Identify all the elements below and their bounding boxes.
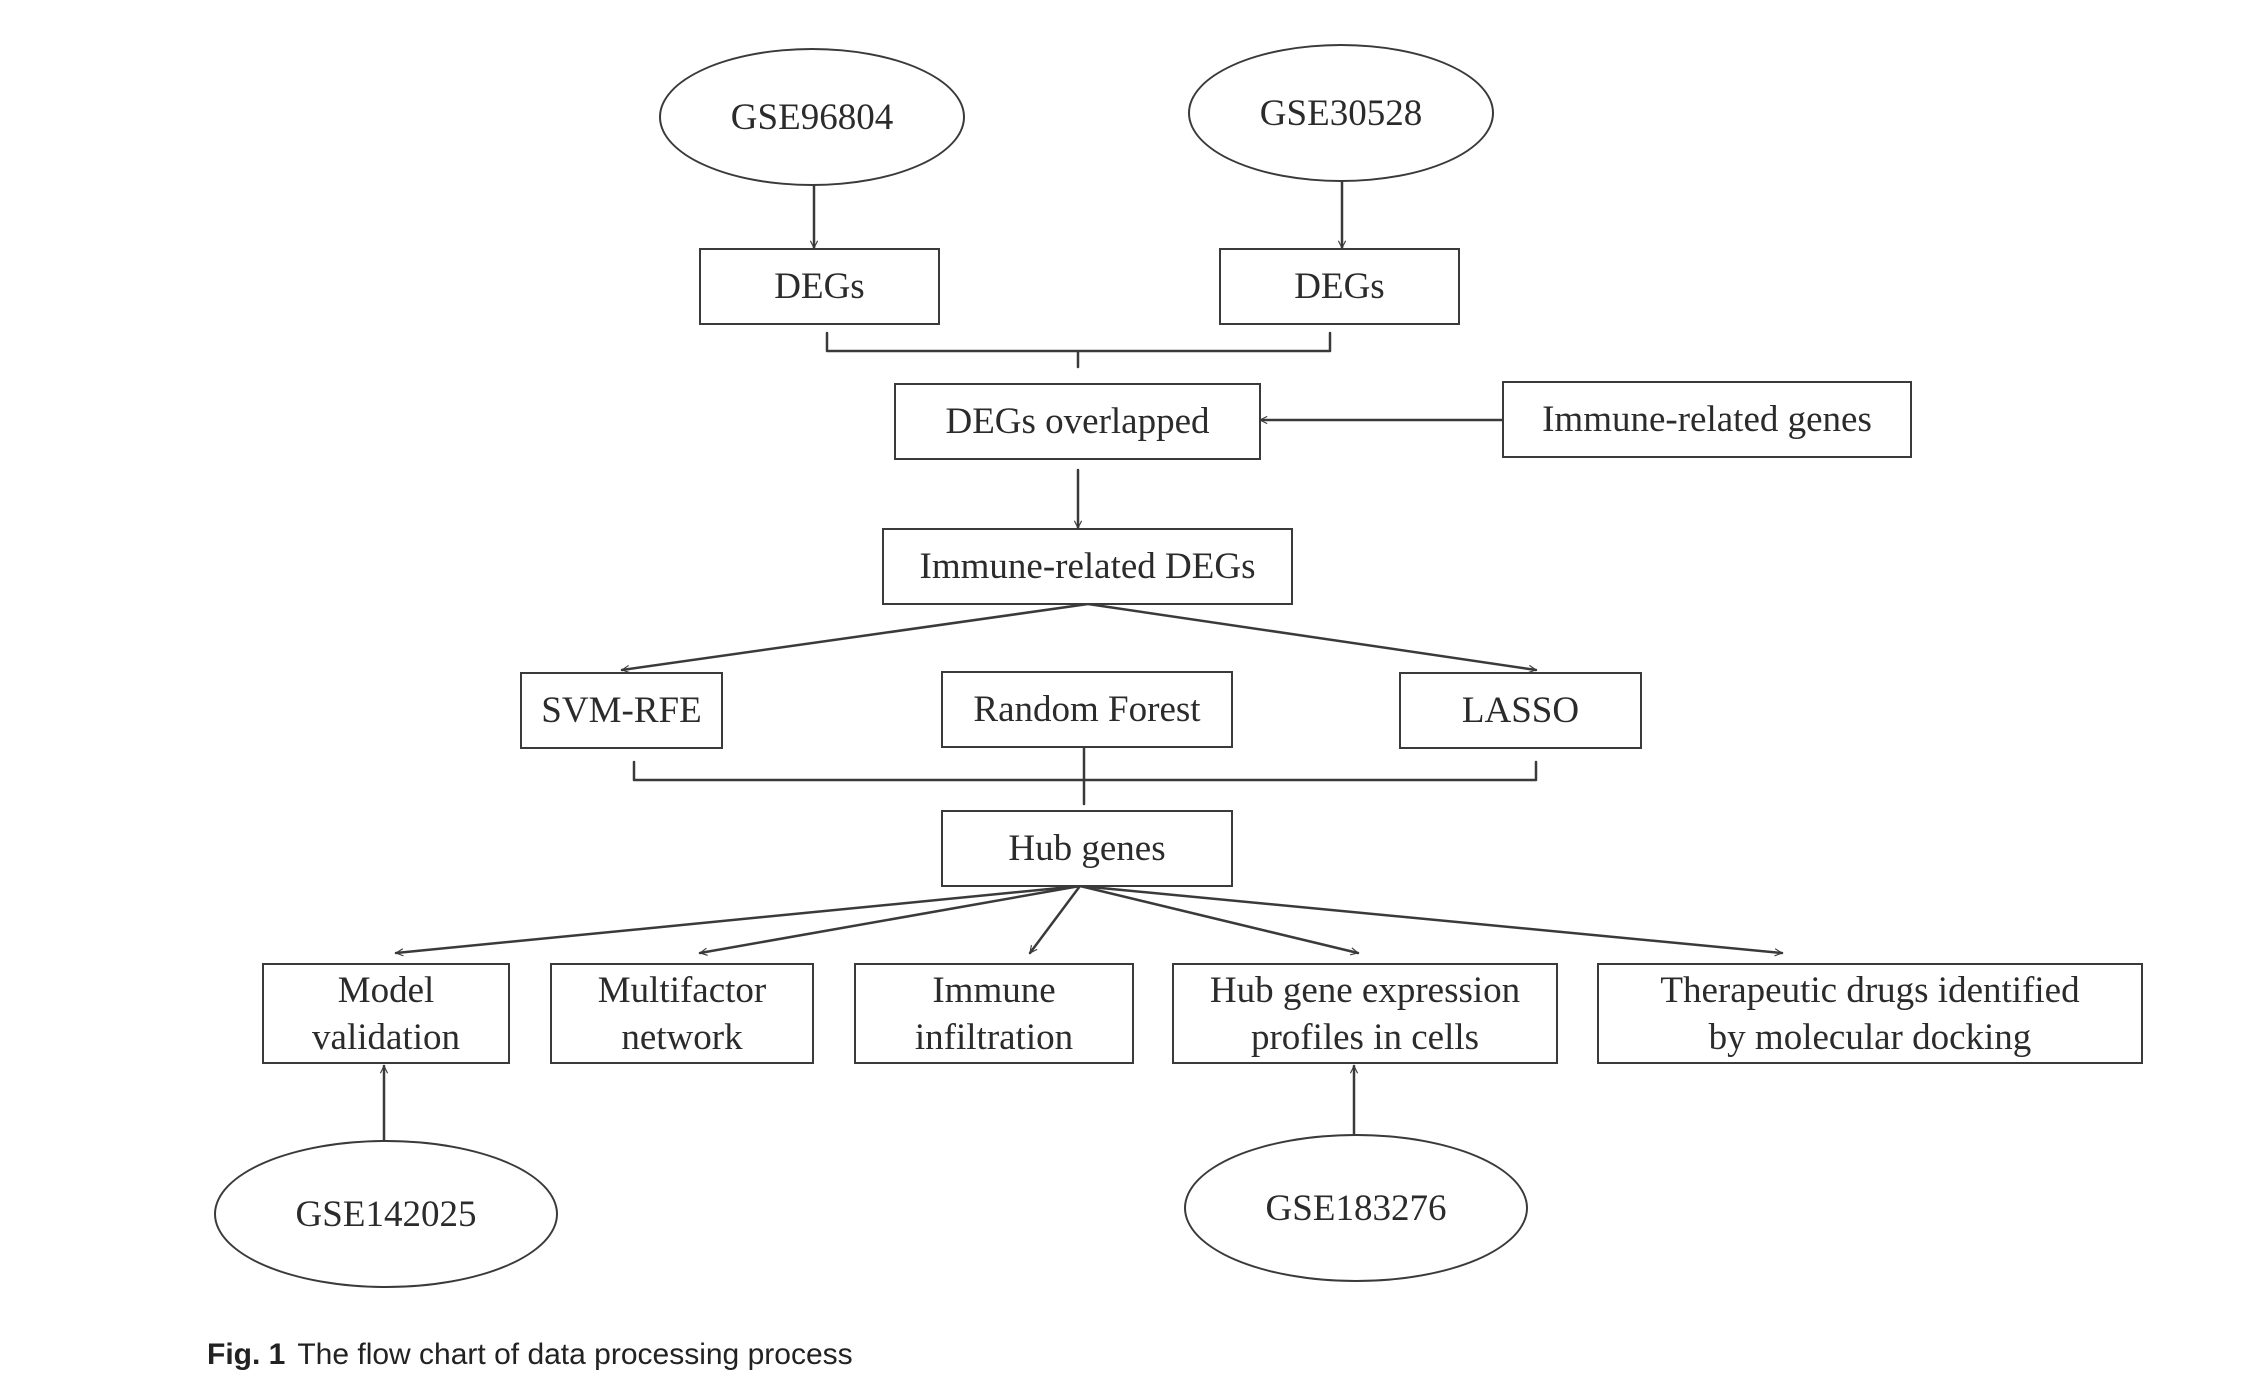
- node-therapeutic-drugs: Therapeutic drugs identified by molecula…: [1597, 963, 2143, 1064]
- node-hub-genes-label: Hub genes: [1008, 828, 1166, 869]
- node-multifactor-network: Multifactor network: [550, 963, 814, 1064]
- node-gse142025-label: GSE142025: [295, 1193, 477, 1235]
- node-lasso-label: LASSO: [1461, 690, 1580, 731]
- node-hub-genes: Hub genes: [941, 810, 1233, 887]
- node-model-validation-label: Model validation: [312, 969, 460, 1058]
- figure-caption: Fig. 1 The flow chart of data processing …: [207, 1338, 853, 1372]
- node-model-validation: Model validation: [262, 963, 510, 1064]
- node-immune-infiltration: Immune infiltration: [854, 963, 1134, 1064]
- bracket-degs: [825, 331, 1332, 369]
- node-gse183276-label: GSE183276: [1265, 1187, 1447, 1229]
- node-gse183276: GSE183276: [1184, 1134, 1528, 1282]
- figure-caption-label: Fig. 1: [207, 1338, 286, 1371]
- node-immune-related-degs: Immune-related DEGs: [882, 528, 1293, 605]
- arrow-to-hub-gene-expression: [1078, 884, 1360, 953]
- node-lasso: LASSO: [1399, 672, 1642, 749]
- arrow-to-svm-rfe: [620, 602, 1090, 670]
- node-random-forest: Random Forest: [941, 671, 1233, 748]
- node-gse30528-label: GSE30528: [1259, 92, 1423, 134]
- node-degs-right-label: DEGs: [1294, 266, 1385, 307]
- bracket-methods: [632, 746, 1538, 806]
- arrow-to-model-validation: [396, 884, 1082, 953]
- node-svm-rfe: SVM-RFE: [520, 672, 723, 749]
- node-degs-left-label: DEGs: [774, 266, 865, 307]
- arrow-to-therapeutic-drugs: [1078, 884, 1782, 953]
- node-degs-left: DEGs: [699, 248, 940, 325]
- node-gse142025: GSE142025: [214, 1140, 558, 1288]
- node-gse30528: GSE30528: [1188, 44, 1494, 182]
- arrow-to-lasso: [1086, 602, 1538, 670]
- node-therapeutic-drugs-label: Therapeutic drugs identified by molecula…: [1660, 969, 2080, 1058]
- node-degs-overlapped-label: DEGs overlapped: [945, 401, 1210, 442]
- node-gse96804: GSE96804: [659, 48, 965, 186]
- arrow-to-immune-infiltration: [1028, 884, 1082, 955]
- node-multifactor-network-label: Multifactor network: [597, 969, 767, 1058]
- node-immune-related-genes-label: Immune-related genes: [1542, 399, 1872, 440]
- node-degs-overlapped: DEGs overlapped: [894, 383, 1261, 460]
- arrow-to-multifactor-network: [698, 884, 1082, 953]
- node-immune-related-degs-label: Immune-related DEGs: [919, 546, 1256, 587]
- node-random-forest-label: Random Forest: [973, 689, 1201, 730]
- node-svm-rfe-label: SVM-RFE: [541, 690, 702, 731]
- node-immune-infiltration-label: Immune infiltration: [914, 969, 1074, 1058]
- node-immune-related-genes: Immune-related genes: [1502, 381, 1912, 458]
- figure-caption-text: The flow chart of data processing proces…: [297, 1338, 853, 1371]
- node-gse96804-label: GSE96804: [730, 96, 894, 138]
- node-hub-gene-expression: Hub gene expression profiles in cells: [1172, 963, 1558, 1064]
- node-degs-right: DEGs: [1219, 248, 1460, 325]
- node-hub-gene-expression-label: Hub gene expression profiles in cells: [1209, 969, 1521, 1058]
